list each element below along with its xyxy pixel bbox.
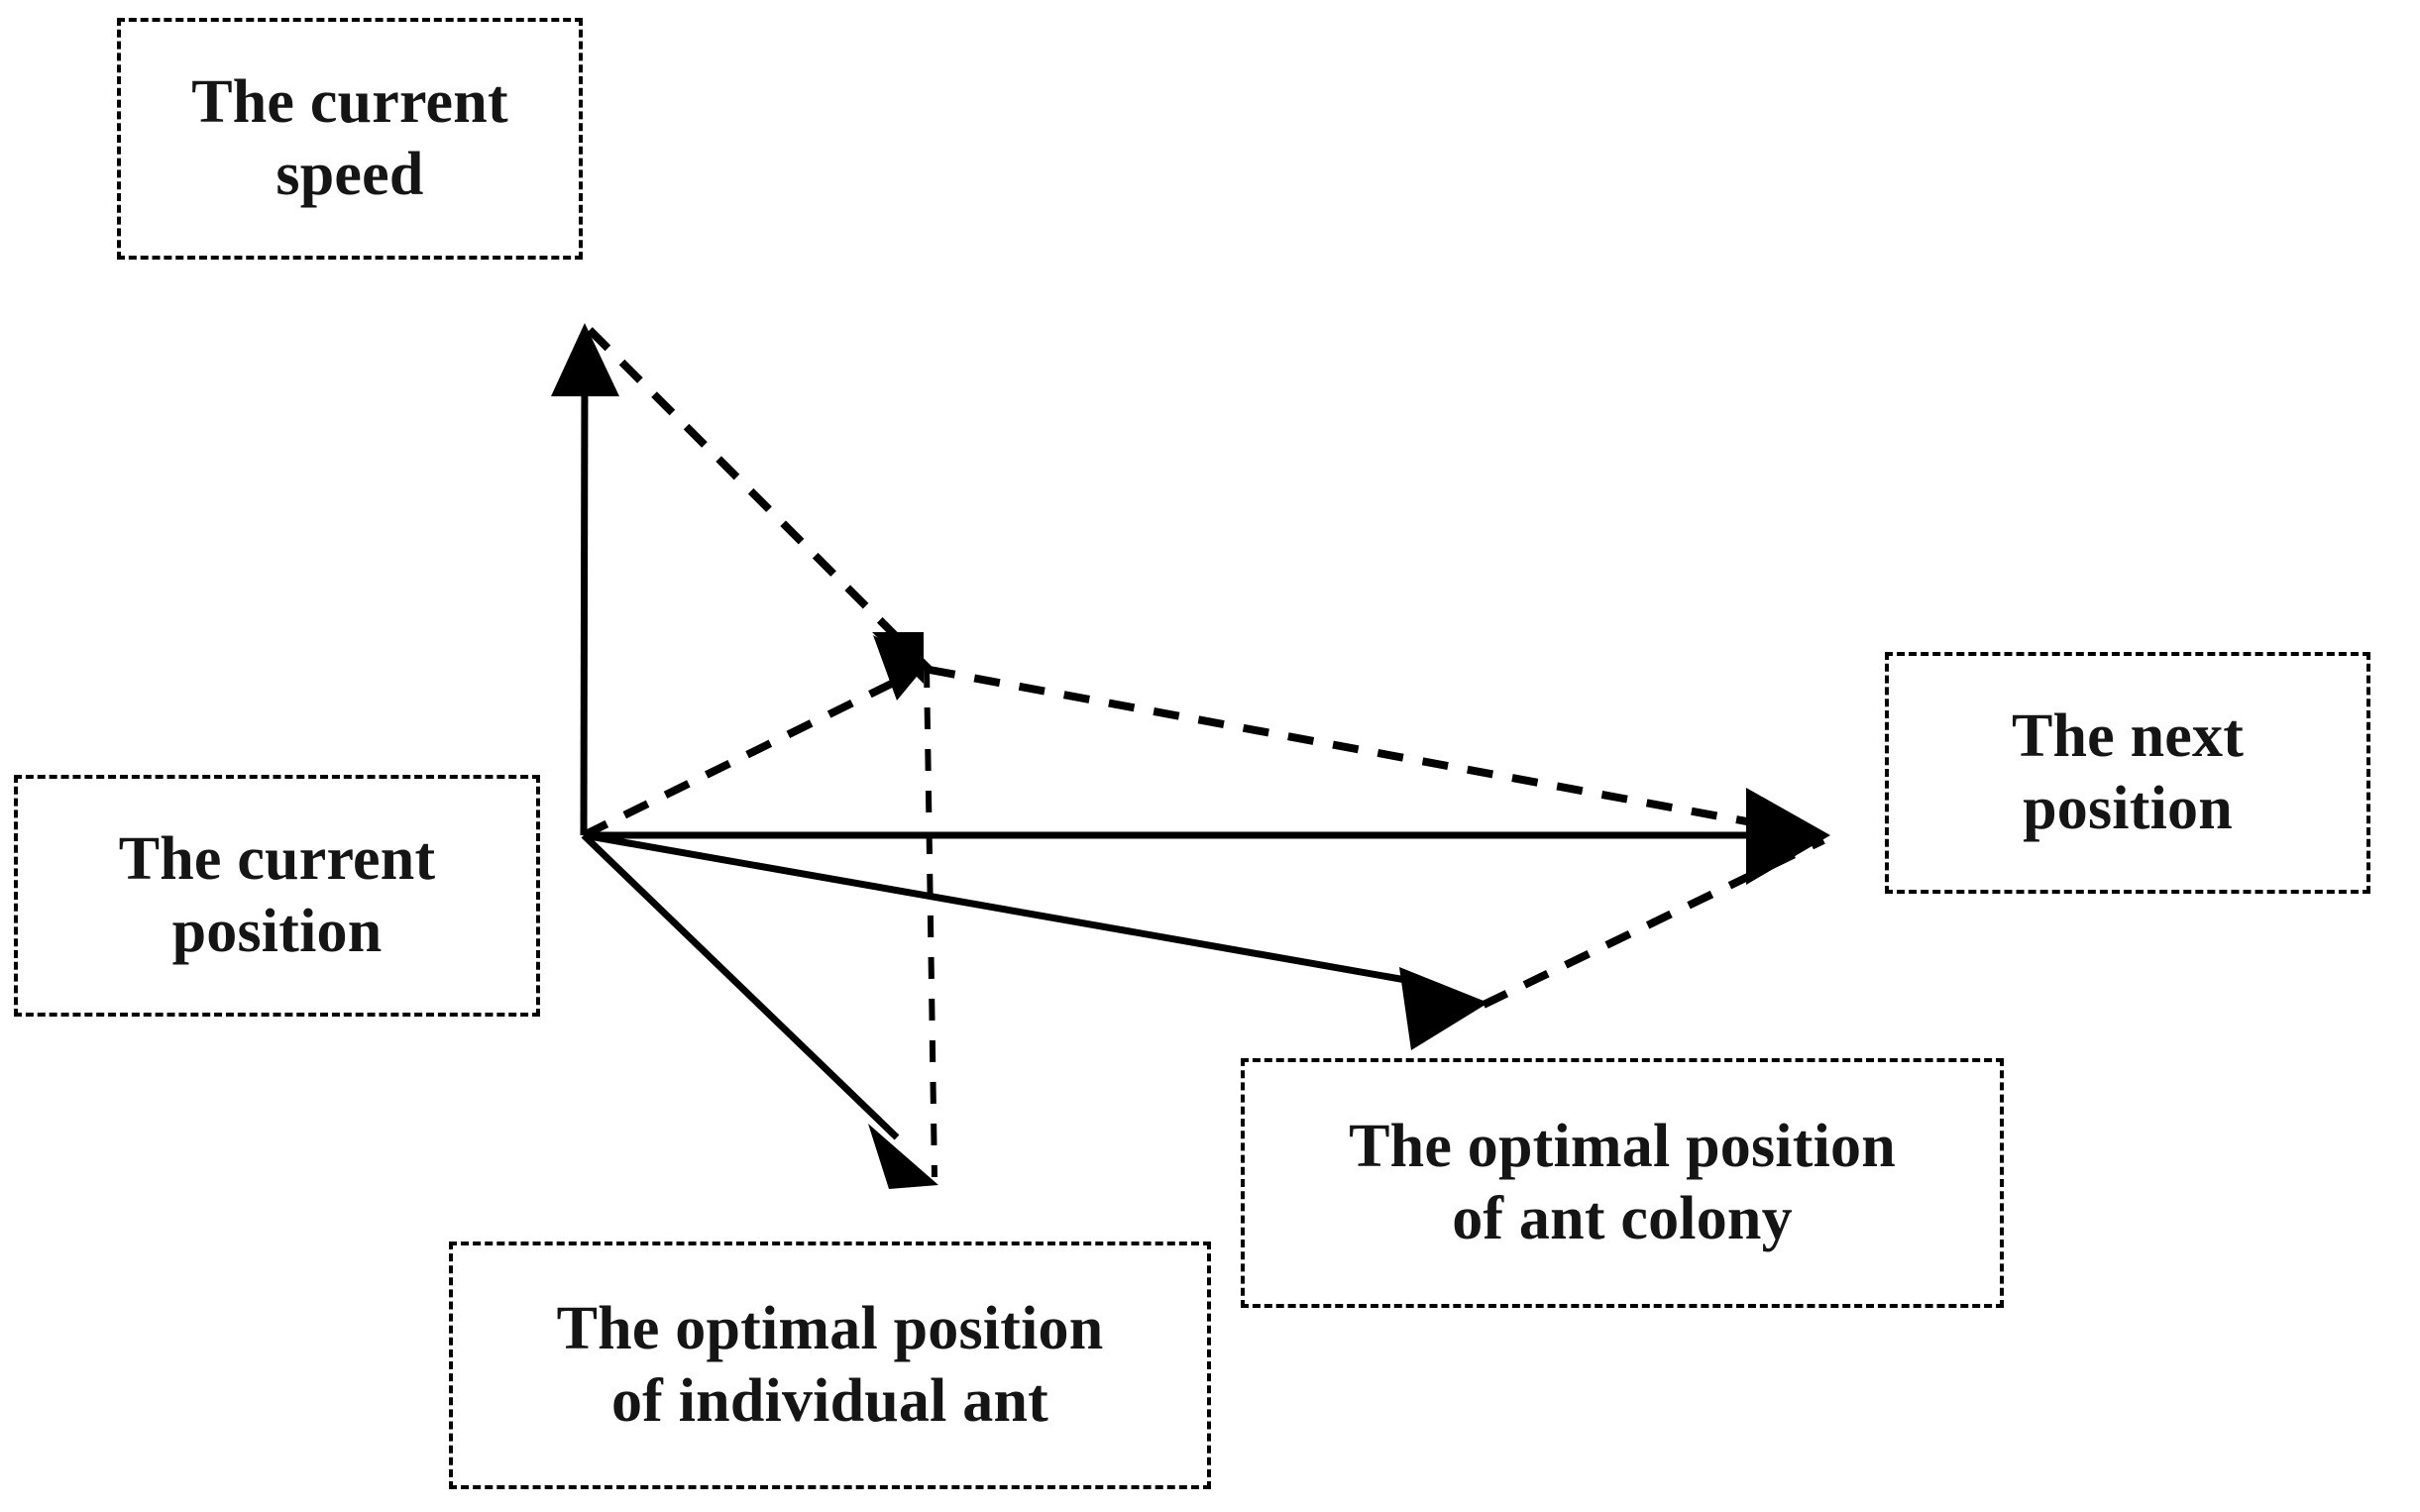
current-speed-vector	[580, 368, 589, 836]
individual-ant-vector	[581, 832, 900, 1140]
label-optimal-position-ant-colony: The optimal position of ant colony	[1349, 1112, 1896, 1252]
ant-colony-to-next-guide	[1482, 836, 1825, 1009]
junction-to-next-guide	[929, 666, 1822, 839]
current-speed-arrowhead	[551, 323, 619, 396]
label-current-speed: The current speed	[191, 67, 508, 208]
label-box-next-position: The next position	[1885, 652, 2370, 894]
label-optimal-position-individual-ant: The optimal position of individual ant	[556, 1294, 1104, 1435]
resultant-junction-arrowhead-fill	[873, 635, 926, 701]
label-next-position: The next position	[2011, 702, 2245, 842]
speed-to-junction-guide	[587, 327, 933, 673]
origin-to-junction-guide	[582, 666, 922, 839]
individual-ant-arrowhead	[868, 1124, 938, 1189]
next-position-arrowhead	[1746, 788, 1830, 885]
label-box-current-speed: The current speed	[117, 18, 583, 260]
label-box-optimal-position-individual-ant: The optimal position of individual ant	[449, 1242, 1211, 1489]
label-current-position: The current position	[118, 824, 436, 965]
junction-drop-guide	[924, 665, 937, 1178]
label-box-current-position: The current position	[14, 775, 540, 1017]
ant-colony-vector	[583, 831, 1418, 986]
label-box-optimal-position-ant-colony: The optimal position of ant colony	[1241, 1058, 2004, 1308]
ant-colony-arrowhead	[1399, 967, 1488, 1050]
